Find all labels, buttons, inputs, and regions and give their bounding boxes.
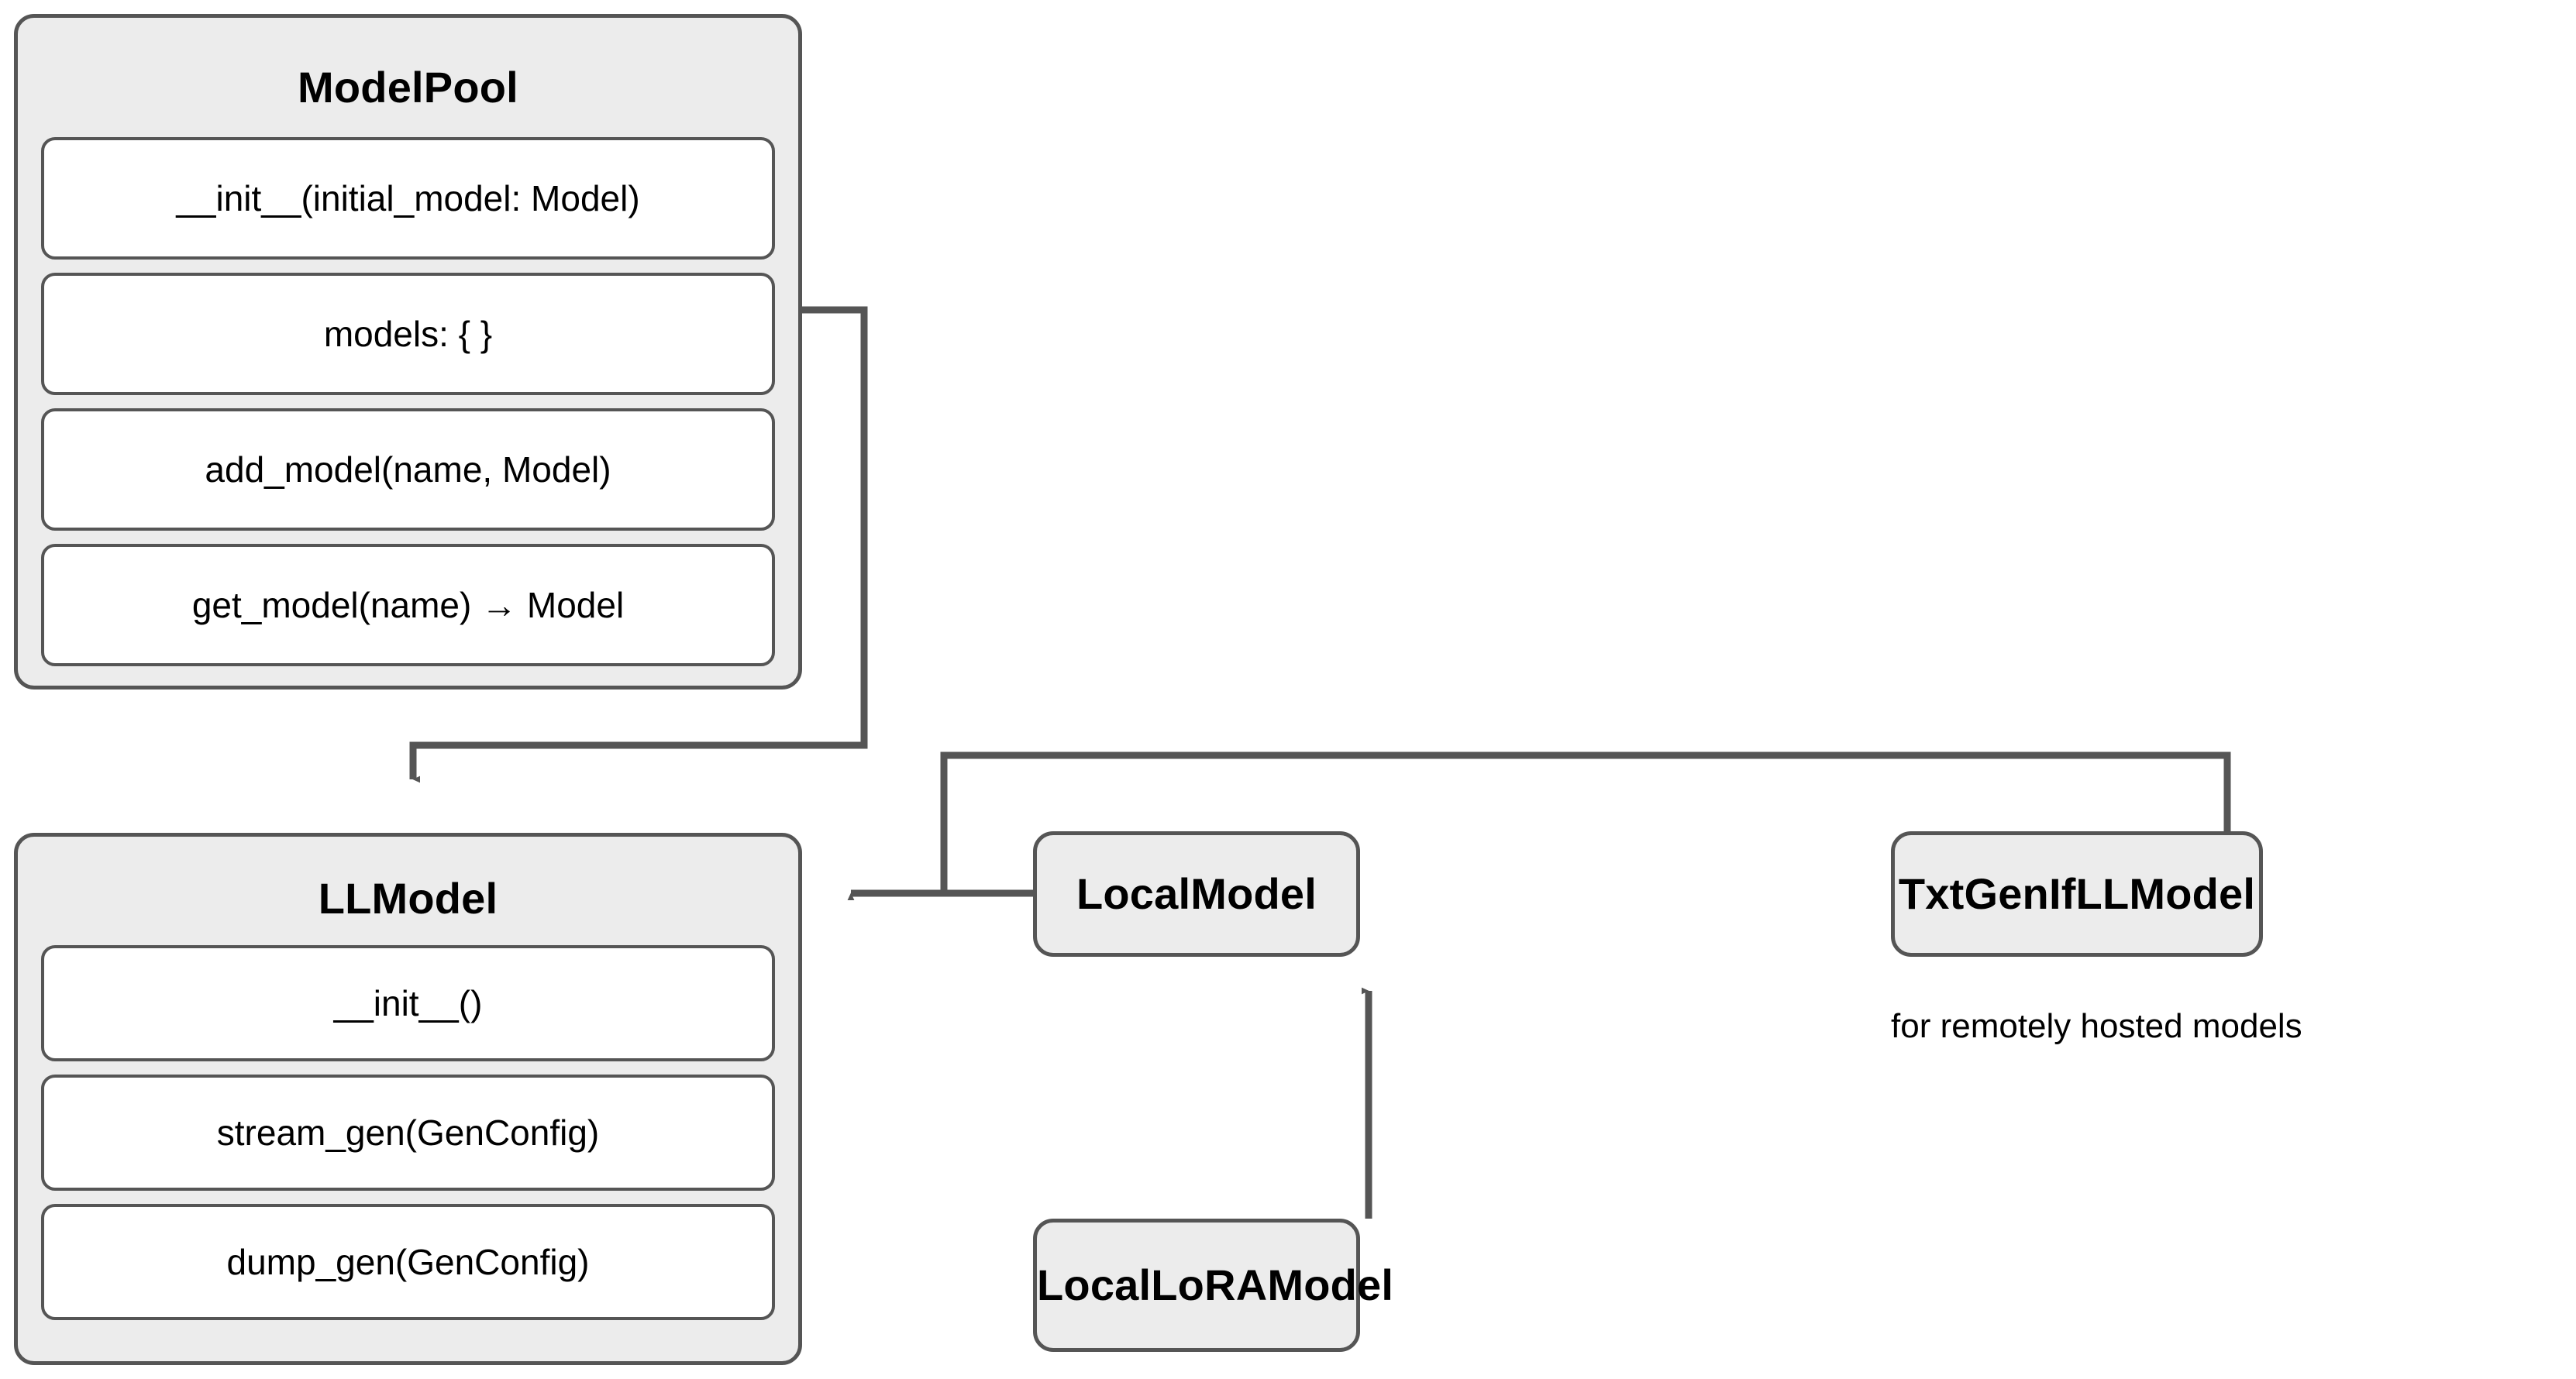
class-box-localmodel[interactable]: LocalModel xyxy=(1033,831,1360,957)
class-box-localloramodel[interactable]: LocalLoRAModel xyxy=(1033,1219,1394,1352)
class-title-modelpool: ModelPool xyxy=(298,63,518,112)
class-title-llmodel: LLModel xyxy=(318,874,498,923)
class-box-modelpool[interactable]: ModelPool __init__(initial_model: Model)… xyxy=(14,14,802,690)
class-member-row[interactable]: __init__(initial_model: Model) xyxy=(41,137,775,260)
class-box-txtgenifllmodel[interactable]: TxtGenIfLLModel xyxy=(1891,831,2263,957)
caption-remotely-hosted-models: for remotely hosted models xyxy=(1891,1007,2302,1045)
class-title-txtgenifllmodel: TxtGenIfLLModel xyxy=(1898,869,2256,918)
class-member-row[interactable]: stream_gen(GenConfig) xyxy=(41,1075,775,1191)
class-title-localmodel: LocalModel xyxy=(1076,869,1317,918)
class-member-row[interactable]: get_model(name) → Model xyxy=(41,544,775,666)
class-box-llmodel[interactable]: LLModel __init__() stream_gen(GenConfig)… xyxy=(14,833,802,1365)
class-member-row[interactable]: dump_gen(GenConfig) xyxy=(41,1204,775,1320)
class-member-row[interactable]: __init__() xyxy=(41,945,775,1061)
class-member-row[interactable]: models: { } xyxy=(41,273,775,395)
class-member-row[interactable]: add_model(name, Model) xyxy=(41,408,775,531)
class-title-localloramodel: LocalLoRAModel xyxy=(1037,1260,1394,1309)
